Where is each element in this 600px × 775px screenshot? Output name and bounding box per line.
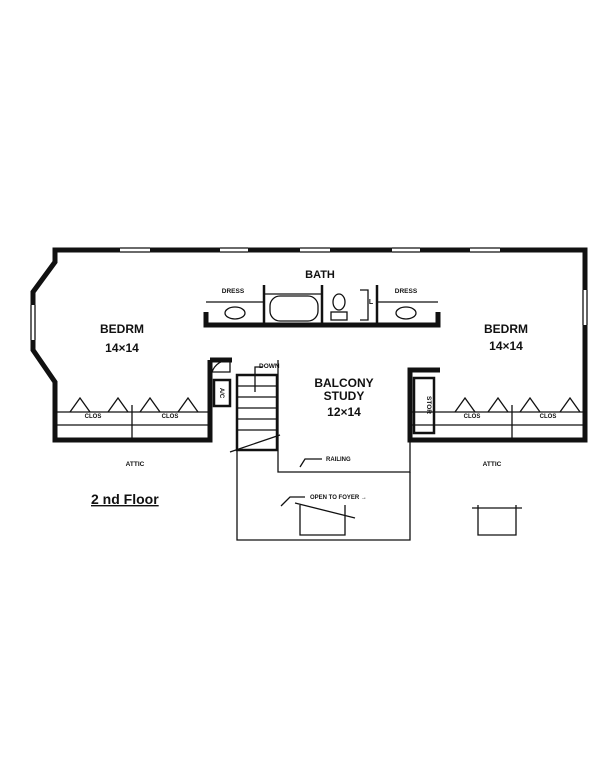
sink-icon — [395, 306, 417, 320]
closets — [55, 396, 585, 440]
attic-left-label: ATTIC — [126, 461, 145, 468]
open-to-foyer-label: OPEN TO FOYER → — [310, 495, 367, 501]
door-swing-icon — [211, 359, 231, 373]
dress-left-label: DRESS — [222, 288, 245, 295]
bedroom-right-size: 14×14 — [489, 339, 523, 353]
ac-label: A/C — [218, 388, 224, 399]
bedroom-right-label: BEDRM — [484, 322, 528, 336]
ac-closet — [212, 378, 232, 408]
bath-block — [203, 285, 441, 328]
clos-label: CLOS — [464, 414, 481, 420]
foyer-leader-line — [280, 496, 305, 507]
dress-right-label: DRESS — [395, 288, 418, 295]
bedroom-left-size: 14×14 — [105, 341, 139, 355]
toilet-tank-icon — [330, 311, 348, 321]
stor-label: STOR — [425, 396, 432, 414]
bedroom-left-label: BEDRM — [100, 322, 144, 336]
bath-label: BATH — [305, 269, 335, 281]
clos-label: CLOS — [85, 414, 102, 420]
clos-label: CLOS — [162, 414, 179, 420]
storage-closet — [412, 376, 436, 435]
linen-label: L — [369, 299, 374, 306]
bathtub-icon — [269, 295, 319, 322]
balcony-size: 12×14 — [327, 405, 361, 419]
attic-right-label: ATTIC — [483, 461, 502, 468]
railing-label: RAILING — [326, 457, 351, 463]
toilet-icon — [332, 293, 346, 311]
balcony-railing — [236, 360, 522, 541]
study-label: STUDY — [324, 389, 365, 403]
railing-leader-line — [299, 458, 322, 468]
floor-title: 2 nd Floor — [91, 491, 159, 507]
down-label: DOWN — [259, 363, 280, 370]
sink-icon — [224, 306, 246, 320]
balcony-label: BALCONY — [314, 376, 373, 390]
clos-label: CLOS — [540, 414, 557, 420]
stair — [211, 359, 281, 453]
